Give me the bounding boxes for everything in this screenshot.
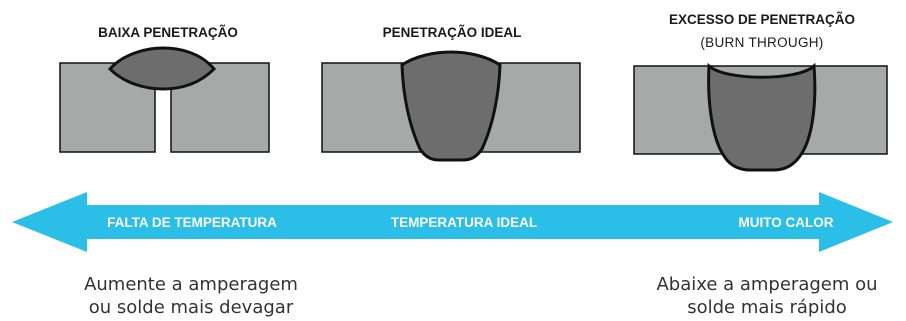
weld-excess-penetration bbox=[633, 62, 888, 172]
weld-bead-concave bbox=[707, 62, 817, 172]
advice-left-line-1: Aumente a amperagem bbox=[84, 274, 298, 295]
weld-ideal-penetration bbox=[321, 50, 581, 162]
weld-bead-ideal bbox=[400, 50, 502, 162]
weld-bead-shallow bbox=[107, 46, 217, 91]
panel-title-excess-penetration: EXCESSO DE PENETRAÇÃO bbox=[669, 12, 855, 27]
panel-title-low-penetration: BAIXA PENETRAÇÃO bbox=[98, 25, 238, 40]
panel-title-ideal-penetration: PENETRAÇÃO IDEAL bbox=[383, 25, 522, 40]
panel-subtitle-burn-through: (BURN THROUGH) bbox=[700, 35, 823, 50]
weld-low-penetration bbox=[59, 46, 270, 153]
arrow-label-low-temperature: FALTA DE TEMPERATURA bbox=[107, 215, 277, 230]
advice-low-temperature: Aumente a amperagem ou solde mais devaga… bbox=[41, 273, 341, 319]
advice-right-line-2: solde mais rápido bbox=[687, 297, 847, 318]
arrow-label-high-temperature: MUITO CALOR bbox=[739, 215, 834, 230]
advice-right-line-1: Abaixe a amperagem ou bbox=[656, 274, 878, 295]
advice-left-line-2: ou solde mais devagar bbox=[88, 297, 294, 318]
temperature-arrow bbox=[12, 192, 893, 252]
advice-high-temperature: Abaixe a amperagem ou solde mais rápido bbox=[617, 273, 906, 319]
arrow-label-ideal-temperature: TEMPERATURA IDEAL bbox=[391, 215, 537, 230]
